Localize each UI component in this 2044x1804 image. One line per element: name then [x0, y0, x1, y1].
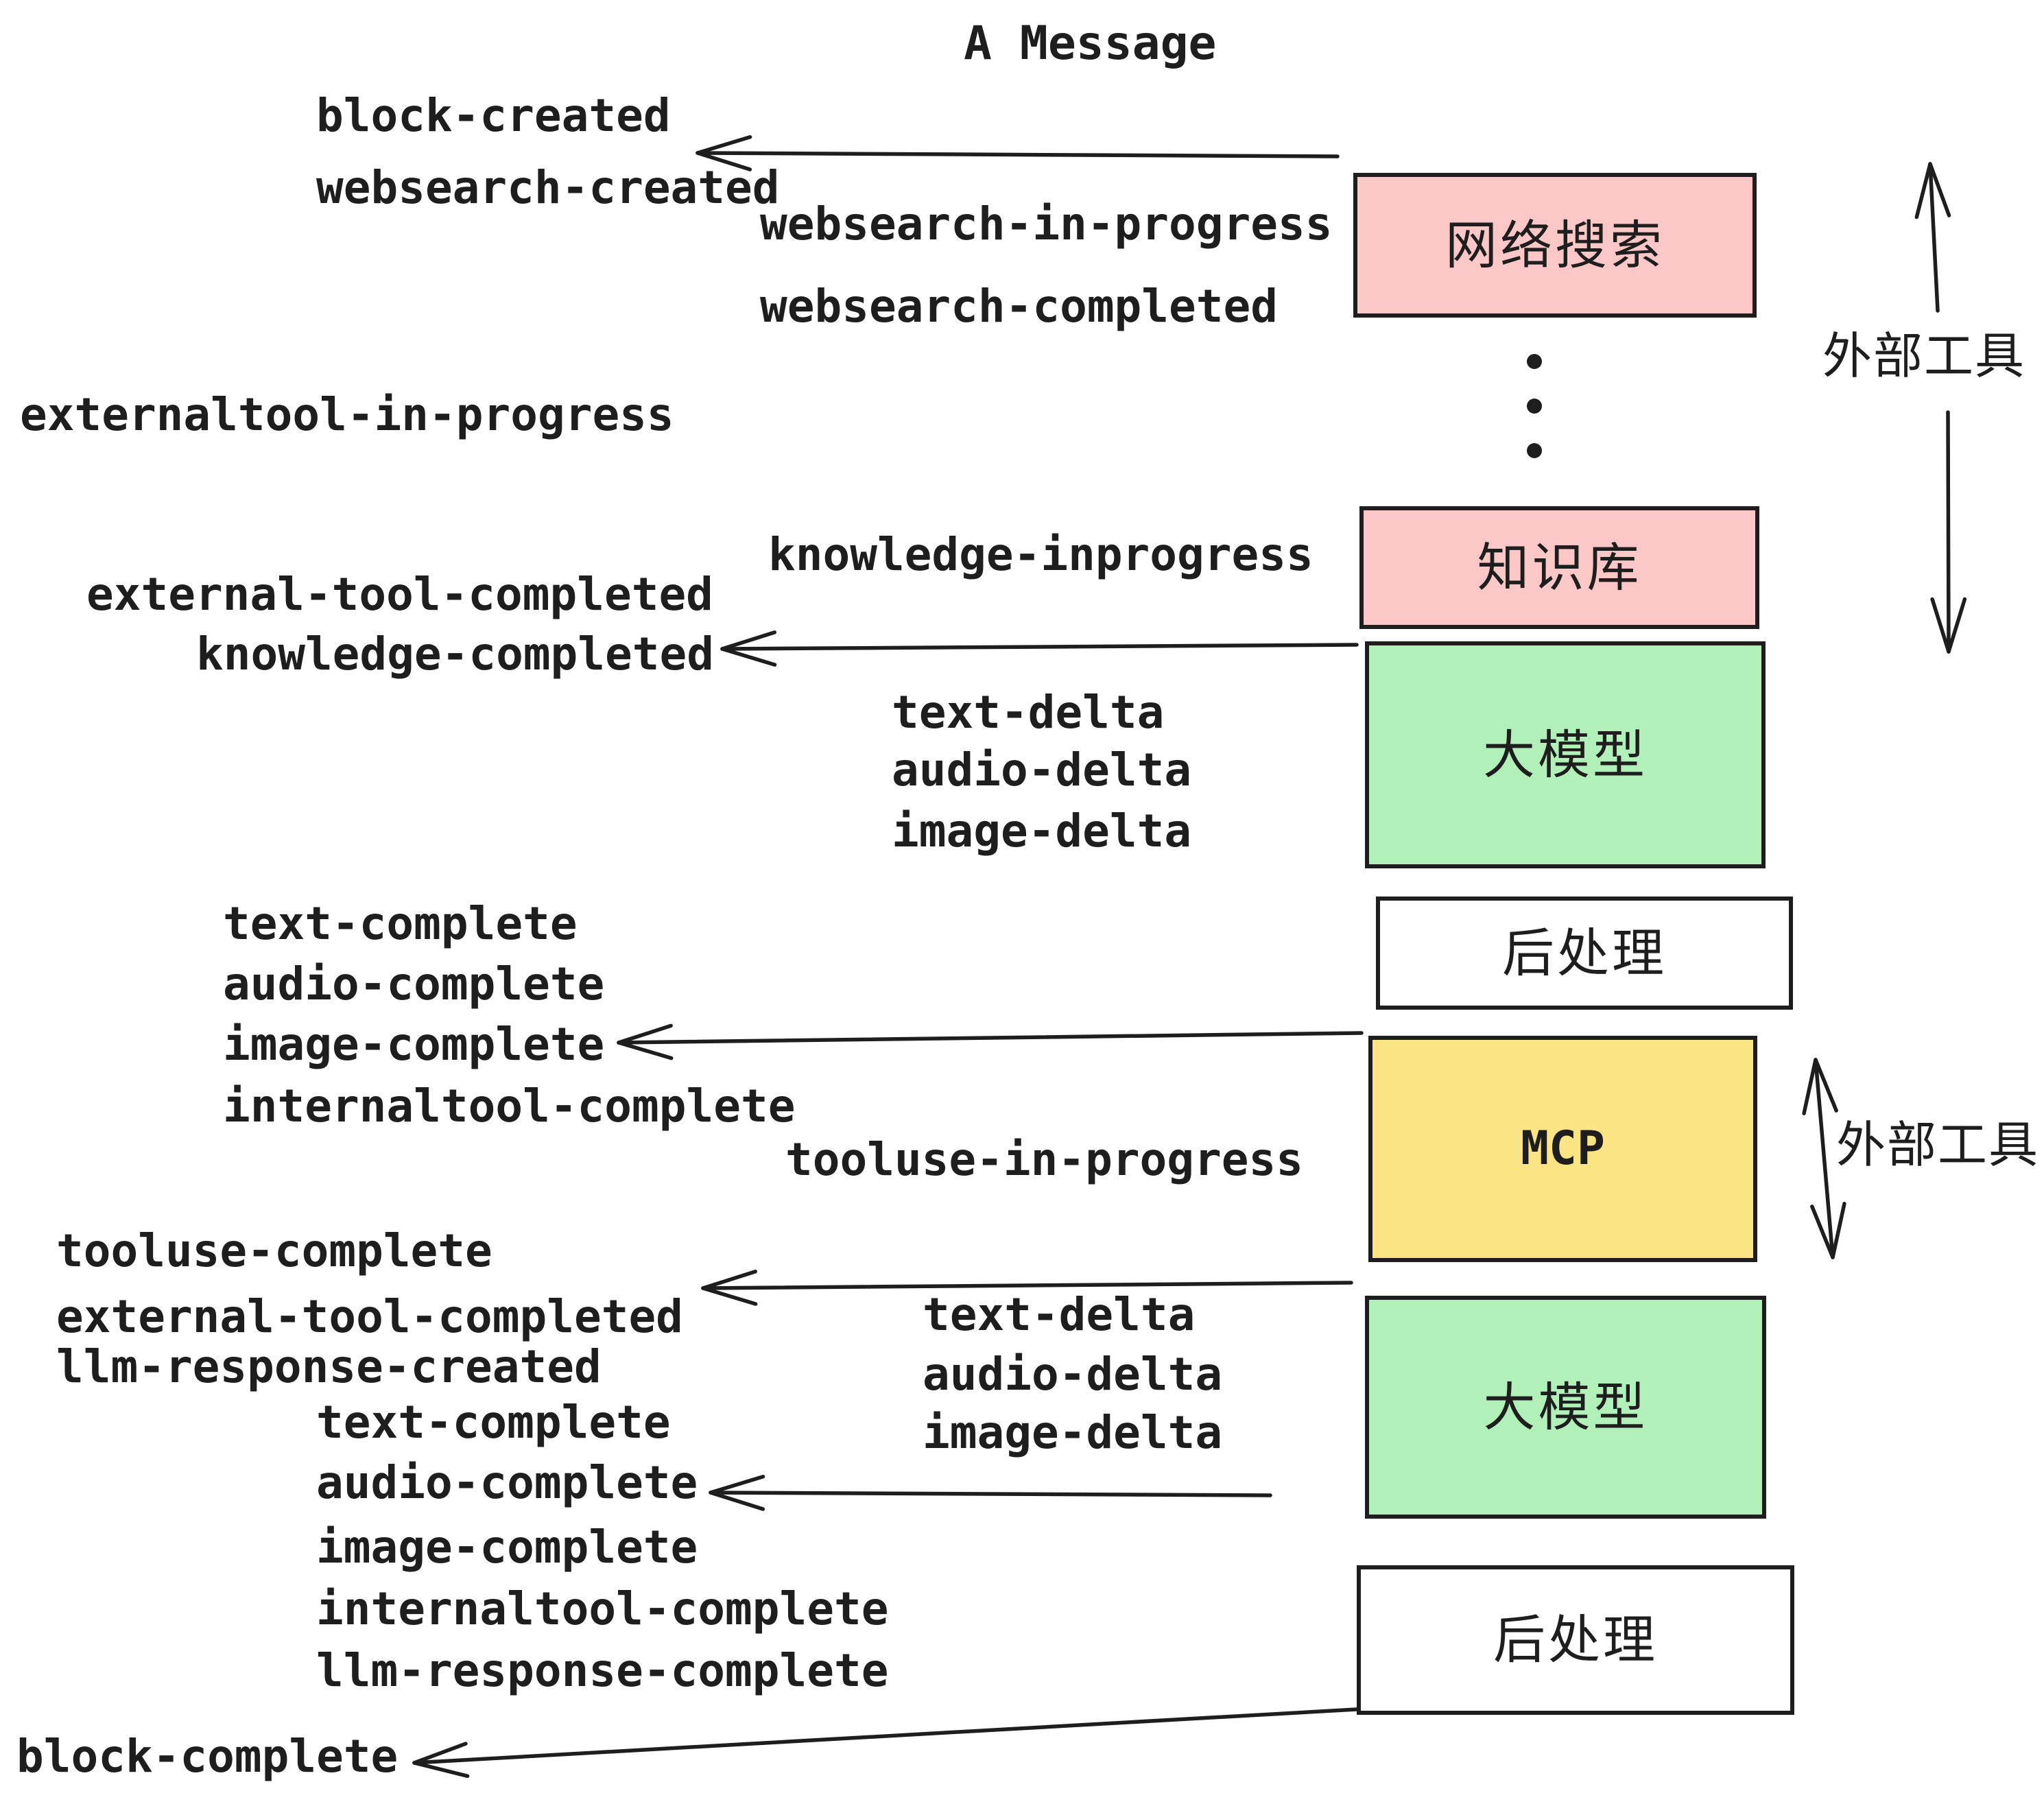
arrowhead-to-image-complete: [617, 1023, 673, 1045]
arrowhead-to-block-complete: [412, 1761, 470, 1779]
arrow-shaft-external-tools-down: [1946, 410, 1951, 654]
ellipsis-dot-1: [1527, 354, 1542, 369]
arrowhead-mcp-external-tools-both: [1831, 1202, 1846, 1259]
box-llm-2: 大模型: [1365, 1296, 1766, 1519]
diagram-title: A Message: [964, 16, 1217, 71]
box-llm-1: 大模型: [1365, 641, 1766, 868]
arrowhead-to-tooluse-complete: [701, 1269, 757, 1290]
arrow-shaft-to-image-complete: [617, 1031, 1364, 1045]
box-websearch: 网络搜索: [1353, 173, 1757, 318]
arrowhead-mcp-external-tools-both: [1802, 1058, 1818, 1115]
event-label-knowledge-inprogress: knowledge-inprogress: [768, 528, 1314, 581]
arrowhead-external-tools-down: [1947, 597, 1967, 654]
event-label-block-created: block-created: [316, 89, 671, 142]
event-label-knowledge-completed: knowledge-completed: [196, 628, 714, 680]
box-label-llm-1: 大模型: [1483, 724, 1648, 785]
event-label-tooluse-in-progress: tooluse-in-progress: [785, 1133, 1303, 1186]
arrowhead-external-tools-up: [1928, 162, 1951, 217]
event-label-websearch-created: websearch-created: [316, 161, 780, 214]
arrow-shaft-mcp-external-tools-both: [1814, 1058, 1835, 1259]
arrowhead-to-block-complete: [412, 1742, 468, 1765]
side-label-external-tools-top: 外部工具: [1822, 327, 2026, 385]
arrowhead-mcp-external-tools-both: [1810, 1204, 1835, 1259]
event-label-text-complete: text-complete: [316, 1396, 671, 1449]
event-label-websearch-in-progress: websearch-in-progress: [760, 198, 1333, 250]
box-knowledge-base: 知识库: [1359, 506, 1759, 629]
arrowhead-to-image-complete: [617, 1041, 674, 1060]
box-label-knowledge-base: 知识库: [1477, 536, 1642, 598]
event-label-image-delta: image-delta: [892, 805, 1192, 857]
event-label-externaltool-in-progress: externaltool-in-progress: [20, 388, 674, 441]
event-label-text-complete: text-complete: [223, 897, 578, 950]
box-postprocess-1: 后处理: [1376, 897, 1793, 1010]
event-label-image-complete: image-complete: [316, 1521, 698, 1574]
box-label-postprocess-1: 后处理: [1502, 922, 1667, 984]
event-label-websearch-completed: websearch-completed: [760, 280, 1278, 333]
arrowhead-external-tools-down: [1930, 597, 1951, 654]
event-label-audio-delta: audio-delta: [923, 1348, 1223, 1401]
box-label-websearch: 网络搜索: [1445, 214, 1665, 276]
event-label-image-delta: image-delta: [923, 1406, 1223, 1459]
event-label-text-delta: text-delta: [892, 686, 1165, 739]
arrow-shaft-to-knowledge-completed: [720, 643, 1359, 651]
box-mcp: MCP: [1368, 1036, 1757, 1262]
event-label-llm-response-complete: llm-response-complete: [316, 1644, 889, 1697]
arrow-shaft-to-audio-complete: [709, 1491, 1272, 1497]
arrowhead-to-audio-complete: [709, 1491, 765, 1511]
arrowhead-to-tooluse-complete: [701, 1286, 758, 1306]
event-label-llm-response-created: llm-response-created: [56, 1340, 602, 1393]
box-label-postprocess-2: 后处理: [1493, 1609, 1658, 1670]
event-label-audio-complete: audio-complete: [316, 1456, 698, 1509]
arrowhead-to-knowledge-completed: [720, 630, 777, 651]
event-label-external-tool-completed: external-tool-completed: [86, 568, 713, 621]
box-label-llm-2: 大模型: [1483, 1376, 1648, 1438]
arrow-shaft-to-tooluse-complete: [701, 1281, 1353, 1290]
arrowhead-to-websearch-created: [696, 151, 752, 171]
ellipsis-dot-3: [1527, 443, 1542, 458]
arrowhead-to-audio-complete: [709, 1474, 765, 1495]
arrowhead-external-tools-up: [1914, 162, 1932, 219]
event-label-internaltool-complete: internaltool-complete: [316, 1582, 889, 1635]
event-label-block-complete: block-complete: [16, 1730, 399, 1783]
arrowhead-to-knowledge-completed: [720, 647, 777, 667]
side-label-external-tools-mcp: 外部工具: [1836, 1116, 2040, 1174]
event-label-internaltool-complete: internaltool-complete: [223, 1080, 796, 1132]
arrow-shaft-external-tools-up: [1928, 162, 1940, 313]
event-label-external-tool-completed: external-tool-completed: [56, 1290, 683, 1343]
event-label-text-delta: text-delta: [923, 1288, 1196, 1341]
event-label-audio-complete: audio-complete: [223, 958, 605, 1010]
ellipsis-dot-2: [1527, 399, 1542, 414]
arrow-shaft-to-block-complete: [412, 1707, 1359, 1765]
box-label-mcp: MCP: [1521, 1121, 1605, 1176]
arrowhead-mcp-external-tools-both: [1814, 1058, 1838, 1113]
event-label-tooluse-complete: tooluse-complete: [56, 1224, 492, 1277]
arrowhead-to-websearch-created: [696, 135, 752, 155]
event-label-image-complete: image-complete: [223, 1018, 605, 1071]
arrow-shaft-to-websearch-created: [696, 151, 1340, 158]
event-label-audio-delta: audio-delta: [892, 744, 1192, 796]
box-postprocess-2: 后处理: [1357, 1565, 1794, 1715]
